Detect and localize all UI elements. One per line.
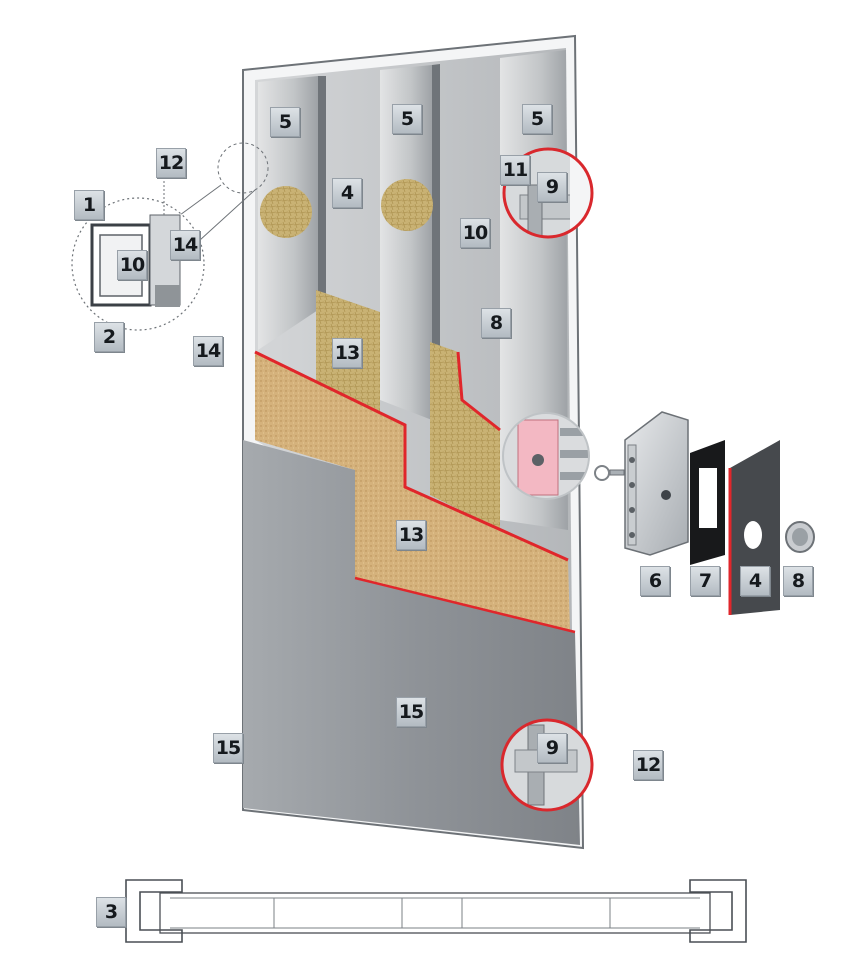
label-left-edge: 15 — [213, 733, 243, 763]
label-bottom-section: 3 — [96, 897, 126, 927]
wool-block-right-edge — [456, 351, 501, 432]
label-frame-section: 2 — [94, 322, 124, 352]
lock-gasket-window — [699, 468, 717, 528]
label-panel-seal: 10 — [460, 218, 490, 248]
chipboard-red-edge — [254, 350, 569, 562]
label-right-side: 12 — [633, 750, 663, 780]
label-hinge-top: 9 — [537, 172, 567, 202]
label-hinge-bottom: 9 — [537, 733, 567, 763]
label-detail-seal-upper: 14 — [170, 230, 200, 260]
label-rib-right: 5 — [522, 104, 552, 134]
label-detail-gasket: 10 — [117, 250, 147, 280]
label-frame-detail: 1 — [74, 190, 104, 220]
lock-body — [594, 411, 689, 556]
bottom-hinge-detail — [500, 718, 594, 812]
label-lock-gasket: 7 — [690, 566, 720, 596]
wool-disc-left — [260, 186, 312, 238]
rib-shadow-2 — [432, 64, 440, 425]
rib-2 — [380, 65, 432, 420]
label-rib-middle: 5 — [392, 104, 422, 134]
label-detail-top: 12 — [156, 148, 186, 178]
label-lock: 6 — [640, 566, 670, 596]
label-wool-upper: 13 — [332, 338, 362, 368]
lock-detail — [502, 412, 590, 500]
bottom-cross-section — [125, 879, 747, 943]
rib-shadow-1 — [318, 76, 326, 310]
cylinder-cap — [785, 521, 815, 553]
label-stiffener-center: 4 — [332, 178, 362, 208]
label-outer-sheet: 15 — [396, 697, 426, 727]
label-accessory-plate: 4 — [740, 566, 770, 596]
outer-steel-sheet — [243, 440, 580, 845]
label-top-pin: 11 — [500, 155, 530, 185]
wool-disc-middle — [381, 179, 433, 231]
label-rib-left: 5 — [270, 107, 300, 137]
label-chipboard-layer: 13 — [396, 520, 426, 550]
outer-sheet-edge — [354, 576, 576, 634]
label-cylinder-cap: 8 — [783, 566, 813, 596]
label-panel-inner: 8 — [481, 308, 511, 338]
label-detail-seal-lower: 14 — [193, 336, 223, 366]
wool-block-right — [430, 342, 500, 530]
